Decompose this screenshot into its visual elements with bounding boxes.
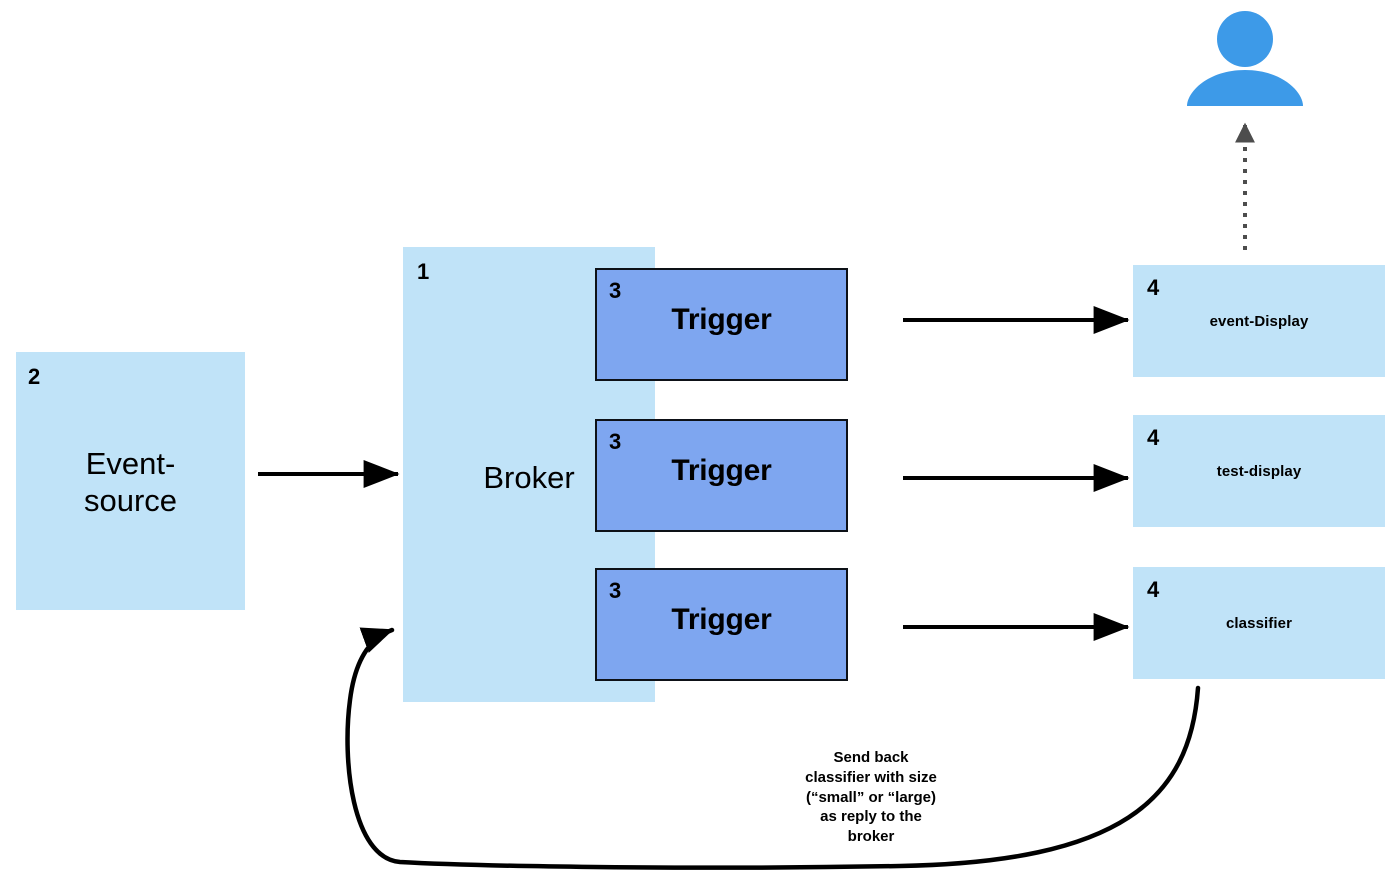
event-source-label: Event- source <box>83 446 178 518</box>
trigger-box-1[interactable]: 3 Trigger <box>595 268 848 381</box>
sink-2-badge: 4 <box>1147 425 1160 450</box>
trigger-3-label: Trigger <box>671 603 772 636</box>
sink-2-label: test-display <box>1216 463 1302 480</box>
trigger-1-label: Trigger <box>671 303 772 336</box>
sink-3-badge: 4 <box>1147 577 1160 602</box>
trigger-box-2[interactable]: 3 Trigger <box>595 419 848 532</box>
event-source-badge: 2 <box>28 364 41 389</box>
sink-1-badge: 4 <box>1147 275 1160 300</box>
person-icon <box>1187 11 1303 106</box>
trigger-box-3[interactable]: 3 Trigger <box>595 568 848 681</box>
broker-badge: 1 <box>417 259 430 284</box>
trigger-2-label: Trigger <box>671 454 772 487</box>
event-source-box[interactable]: 2 Event- source <box>16 352 245 610</box>
sink-box-classifier[interactable]: 4 classifier <box>1133 567 1385 679</box>
trigger-1-badge: 3 <box>609 278 622 303</box>
sink-1-label: event-Display <box>1209 313 1309 330</box>
sink-box-test-display[interactable]: 4 test-display <box>1133 415 1385 527</box>
trigger-3-badge: 3 <box>609 578 622 603</box>
sink-box-event-display[interactable]: 4 event-Display <box>1133 265 1385 377</box>
trigger-2-badge: 3 <box>609 429 622 454</box>
broker-label: Broker <box>483 460 575 495</box>
sink-3-label: classifier <box>1225 615 1293 632</box>
reply-caption: Send back classifier with size (“small” … <box>805 749 937 846</box>
